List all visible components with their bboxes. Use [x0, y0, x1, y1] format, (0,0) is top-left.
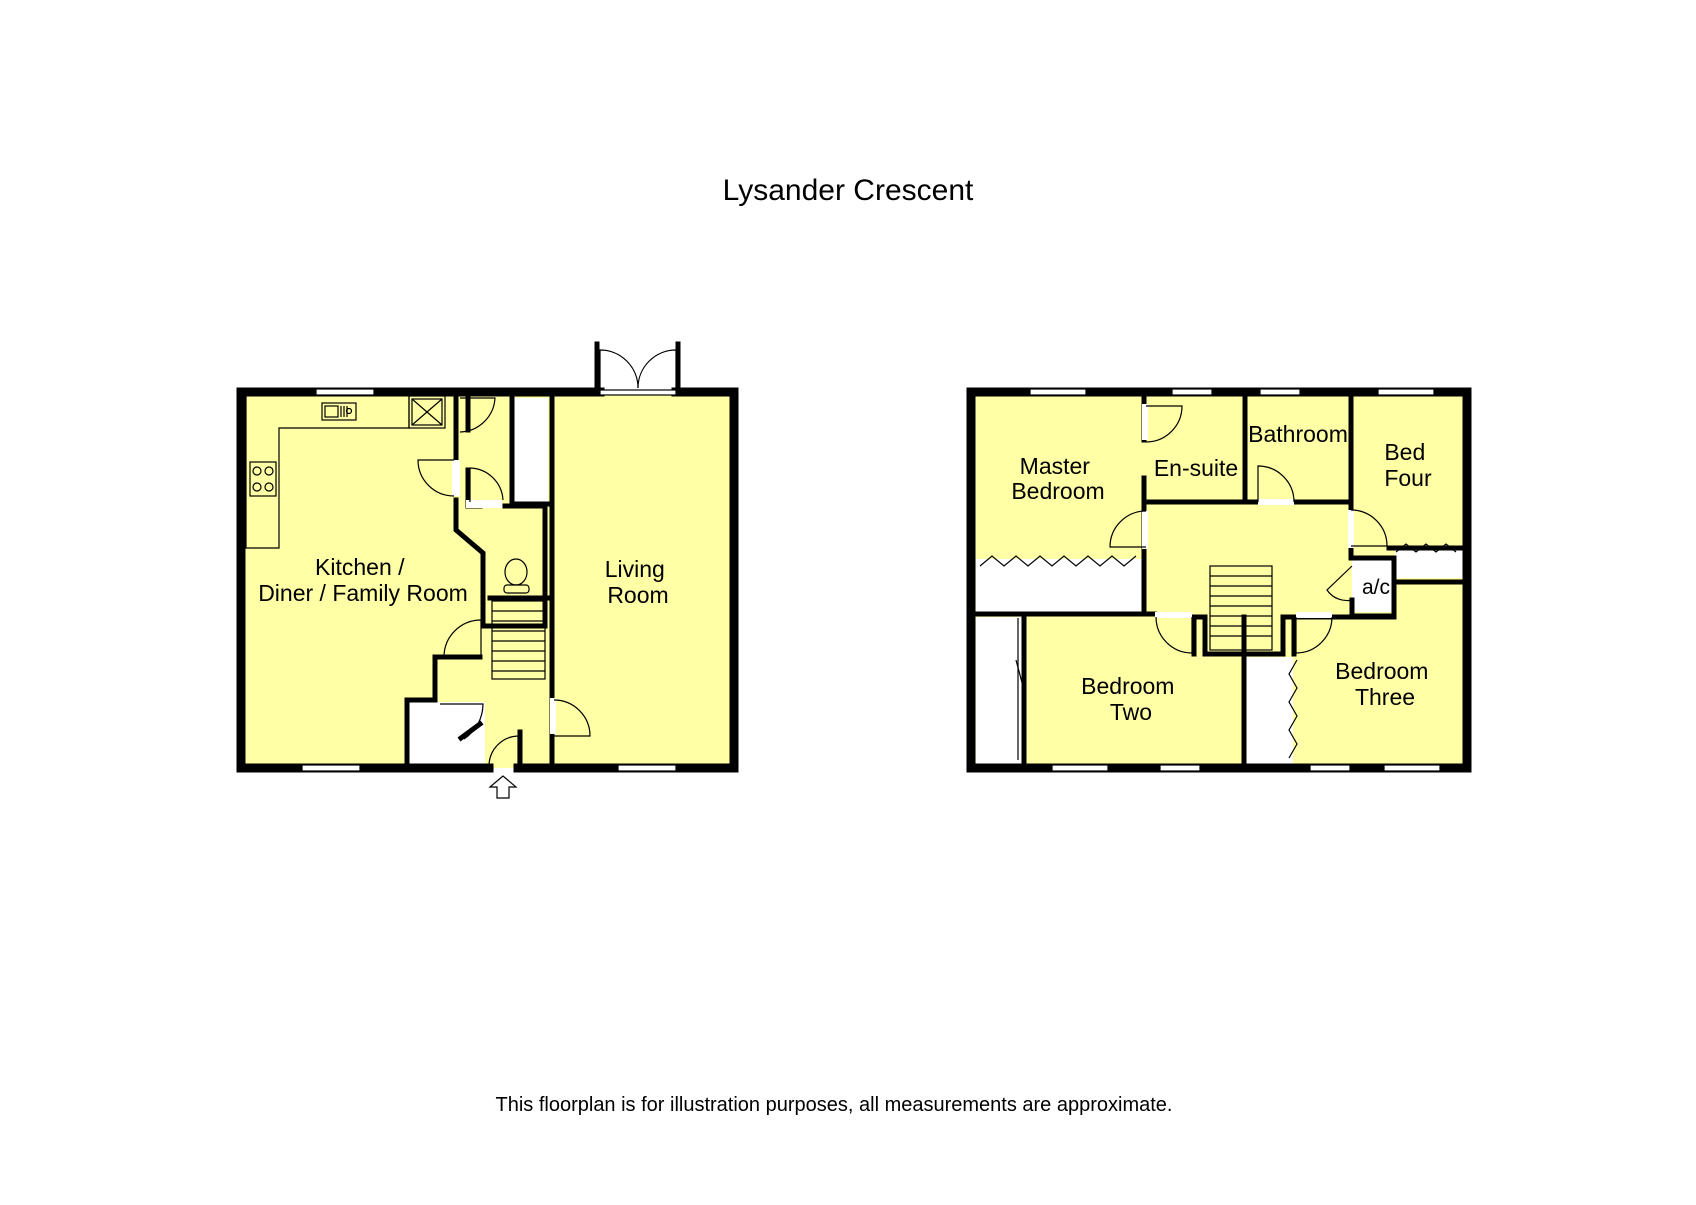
- label-bedroom-two: Bedroom Two: [1081, 673, 1181, 725]
- bedthree-wardrobe: [1244, 657, 1293, 765]
- window-bedthree-1: [1309, 764, 1351, 772]
- sink-icon: [321, 402, 357, 421]
- stairs-icon: [1209, 565, 1273, 651]
- entrance-arrow-icon: [488, 775, 518, 799]
- ground-floor: Kitchen / Diner / Family Room Living Roo…: [236, 341, 739, 799]
- window-bathroom: [1259, 388, 1301, 396]
- door-kitchen-lower: [443, 619, 482, 658]
- stair-rail: [1202, 614, 1286, 657]
- ground-west-wall: [236, 387, 605, 773]
- label-kitchen: Kitchen / Diner / Family Room: [258, 554, 468, 606]
- cupboard-wall: [509, 395, 553, 507]
- window-bedthree-2: [1383, 764, 1441, 772]
- door-hall-top: [459, 397, 496, 433]
- door-bedfour: [1348, 509, 1388, 548]
- window-living-bottom: [617, 764, 677, 772]
- first-floor: Master Bedroom En-suite Bathroom Bed Fou…: [966, 387, 1472, 773]
- door-lobby: [440, 703, 484, 740]
- window-ensuite: [1171, 388, 1213, 396]
- french-doors: [599, 349, 677, 396]
- master-wardrobe: [976, 559, 1144, 612]
- window-master: [1029, 388, 1087, 396]
- bedtwo-east-wall: [1191, 614, 1247, 768]
- bedtwo-wardrobe-detail: [1015, 659, 1025, 691]
- plan-title: Lysander Crescent: [723, 174, 974, 207]
- wc-icon: [503, 558, 530, 594]
- disclaimer-text: This floorplan is for illustration purpo…: [496, 1094, 1173, 1116]
- wc-wall: [453, 497, 548, 629]
- lobby-wall: [404, 654, 483, 769]
- lobby-notch: [405, 702, 485, 768]
- door-bathroom: [1257, 465, 1295, 505]
- label-master-bedroom: Master Bedroom: [1011, 453, 1104, 504]
- airing-cupboard: [1352, 559, 1392, 612]
- door-kitchen-upper: [417, 459, 460, 497]
- bedthree-wardrobe-doors: [1288, 659, 1298, 759]
- window-bedtwo-2: [1159, 764, 1201, 772]
- label-bedroom-three: Bedroom Three: [1335, 658, 1435, 710]
- stairs-icon: [491, 600, 546, 680]
- door-ensuite: [1142, 404, 1183, 443]
- ground-floor-fill: [241, 392, 734, 768]
- bedfour-wardrobe-doors: [1395, 543, 1457, 553]
- label-bed-four: Bed Four: [1384, 439, 1432, 491]
- bedtwo-wardrobe: [976, 617, 1024, 765]
- bedfour-wardrobe: [1395, 548, 1463, 578]
- window-kitchen-top: [315, 388, 375, 396]
- window-bedfour: [1377, 388, 1435, 396]
- door-master: [1109, 510, 1148, 549]
- door-bedthree: [1295, 612, 1333, 654]
- label-living-room: Living Room: [605, 556, 672, 608]
- door-living: [550, 698, 591, 737]
- label-bathroom: Bathroom: [1248, 421, 1348, 447]
- door-cupboard: [466, 467, 504, 508]
- label-airing-cupboard: a/c: [1362, 576, 1390, 599]
- door-front: [488, 735, 519, 767]
- cupboard-white: [512, 398, 548, 504]
- master-wardrobe-doors: [979, 555, 1137, 567]
- door-bedtwo: [1155, 612, 1193, 654]
- label-ensuite: En-suite: [1154, 455, 1238, 481]
- door-airing: [1326, 565, 1353, 602]
- window-kitchen-bottom: [301, 764, 361, 772]
- window-bedtwo-1: [1051, 764, 1109, 772]
- hob-icon: [249, 461, 277, 497]
